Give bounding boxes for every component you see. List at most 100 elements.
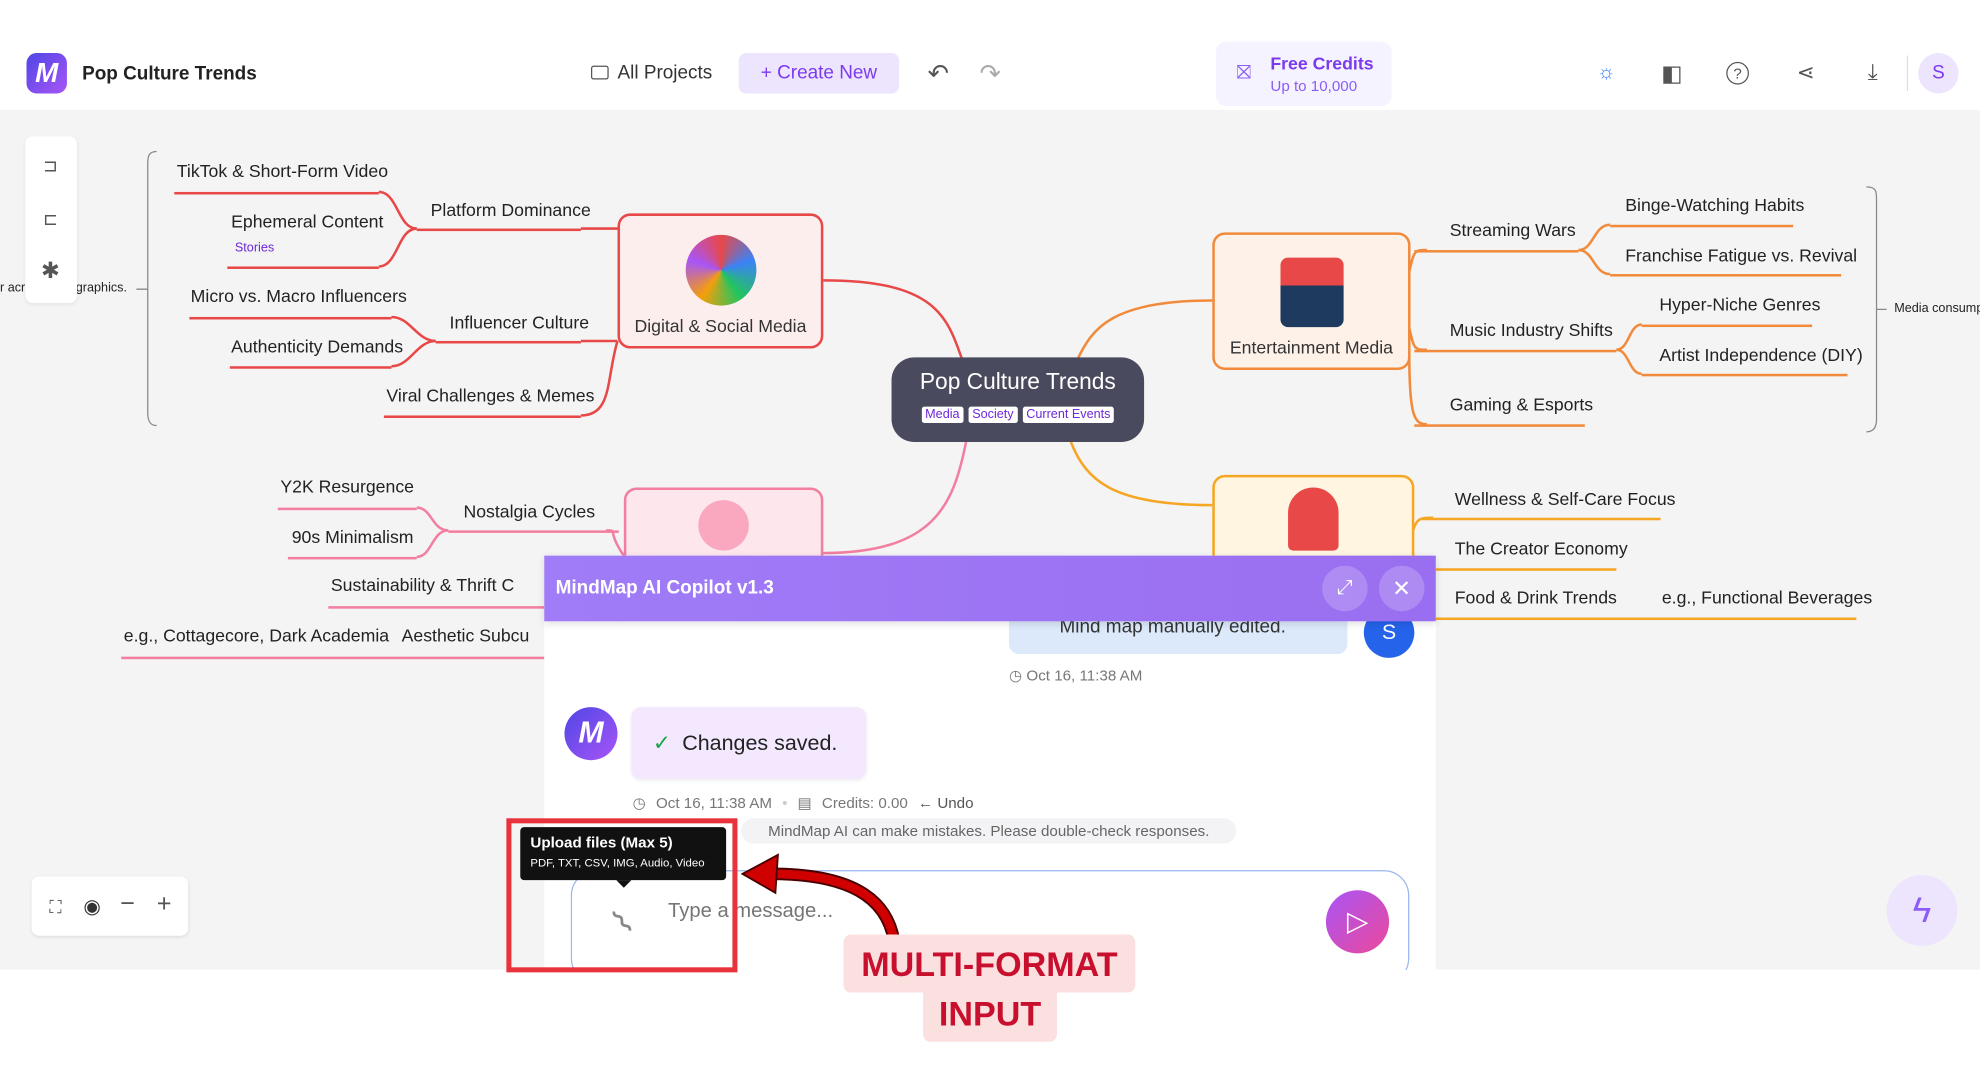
user-message-text: Mind map manually edited. bbox=[1059, 616, 1286, 638]
node-music-industry[interactable]: Music Industry Shifts bbox=[1449, 319, 1613, 340]
node-micro-macro[interactable]: Micro vs. Macro Influencers bbox=[190, 285, 407, 306]
central-title: Pop Culture Trends bbox=[919, 368, 1116, 394]
connector-creator bbox=[1069, 441, 1213, 507]
node-authenticity[interactable]: Authenticity Demands bbox=[231, 335, 404, 357]
folder-icon bbox=[590, 65, 609, 80]
annotation-arrow-head bbox=[740, 853, 779, 895]
user-avatar[interactable]: S bbox=[1918, 53, 1959, 94]
annotation-label-line2: INPUT bbox=[923, 992, 1057, 1042]
quick-action-button[interactable]: ϟ bbox=[1886, 875, 1958, 946]
tooltip-formats: PDF, TXT, CSV, IMG, Audio, Video bbox=[530, 856, 705, 869]
connector-entertainment bbox=[1076, 299, 1213, 361]
entertainment-branches bbox=[1408, 223, 1642, 426]
side-note-fragment: r acr bbox=[0, 281, 26, 296]
node-hyper-niche[interactable]: Hyper-Niche Genres bbox=[1659, 294, 1821, 315]
header-divider bbox=[1906, 55, 1909, 91]
right-bracket bbox=[1866, 186, 1887, 433]
close-button[interactable]: ✕ bbox=[1378, 565, 1425, 612]
node-wellness[interactable]: Wellness & Self-Care Focus bbox=[1454, 488, 1676, 509]
zoom-in-icon[interactable]: + bbox=[156, 889, 172, 918]
tooltip-title: Upload files (Max 5) bbox=[530, 833, 673, 852]
undo-icon[interactable]: ↶ bbox=[927, 59, 949, 88]
fit-screen-icon[interactable]: ⛶ bbox=[49, 895, 62, 917]
layout-right-icon[interactable]: ⊐ bbox=[43, 154, 58, 175]
layout-tree-icon[interactable]: ⊏ bbox=[43, 207, 58, 228]
redo-icon[interactable]: ↷ bbox=[979, 59, 1001, 88]
zoom-controls: ⛶ ◉ − + bbox=[31, 876, 189, 936]
node-90s-minimalism[interactable]: 90s Minimalism bbox=[291, 526, 414, 547]
node-influencer-culture[interactable]: Influencer Culture bbox=[449, 311, 590, 333]
side-note-fragment: graphics. bbox=[75, 281, 128, 296]
tag-current-events: Current Events bbox=[1022, 406, 1115, 424]
branch-underline bbox=[1420, 517, 1661, 521]
layout-toolbar: ⊐ ⊏ ✱ bbox=[25, 136, 78, 304]
app-title: Pop Culture Trends bbox=[82, 63, 257, 85]
node-functional-beverages[interactable]: e.g., Functional Beverages bbox=[1661, 587, 1873, 608]
branch-underline bbox=[448, 530, 619, 533]
help-icon[interactable]: ? bbox=[1726, 61, 1749, 85]
branch-underline bbox=[1610, 224, 1794, 228]
disclaimer-pill: MindMap AI can make mistakes. Please dou… bbox=[741, 818, 1237, 844]
send-button[interactable]: ▷ bbox=[1325, 890, 1390, 954]
share-icon[interactable]: ⋖ bbox=[1796, 60, 1815, 85]
download-icon[interactable]: ⤓ bbox=[1867, 58, 1878, 84]
node-binge-watching[interactable]: Binge-Watching Habits bbox=[1625, 194, 1805, 215]
node-nostalgia-cycles[interactable]: Nostalgia Cycles bbox=[463, 501, 596, 522]
locate-icon[interactable]: ◉ bbox=[83, 896, 102, 919]
clock-icon: ◷ bbox=[632, 794, 646, 812]
credits-text: Credits: 0.00 bbox=[821, 794, 908, 812]
node-tiktok[interactable]: TikTok & Short-Form Video bbox=[176, 160, 389, 181]
copilot-title: MindMap AI Copilot v1.3 bbox=[555, 577, 774, 599]
node-viral-challenges[interactable]: Viral Challenges & Memes bbox=[386, 385, 595, 406]
node-gaming-esports[interactable]: Gaming & Esports bbox=[1449, 393, 1594, 415]
branch-underline bbox=[1610, 274, 1842, 277]
app-logo[interactable]: M bbox=[26, 53, 67, 94]
free-credits-button[interactable]: ⛝ Free Credits Up to 10,000 bbox=[1216, 41, 1392, 107]
check-icon: ✓ bbox=[652, 730, 671, 755]
node-entertainment-media[interactable]: Entertainment Media bbox=[1212, 232, 1411, 371]
social-media-illustration bbox=[685, 234, 756, 306]
branch-underline bbox=[1414, 424, 1585, 427]
left-bracket bbox=[136, 150, 157, 427]
branch-underline bbox=[1641, 324, 1813, 328]
create-new-button[interactable]: + Create New bbox=[738, 53, 900, 94]
lifestyle-illustration bbox=[698, 500, 749, 551]
branch-underline bbox=[416, 228, 581, 232]
node-sustainability[interactable]: Sustainability & Thrift C bbox=[330, 574, 515, 595]
annotation-arrow-shaft-fill bbox=[770, 869, 899, 942]
node-creator-economy[interactable]: The Creator Economy bbox=[1454, 537, 1628, 559]
expand-button[interactable]: ⤢ bbox=[1322, 565, 1368, 612]
branch-underline bbox=[1414, 349, 1617, 353]
node-platform-dominance[interactable]: Platform Dominance bbox=[430, 199, 591, 220]
annotation-arrow bbox=[740, 853, 901, 943]
all-projects-button[interactable]: All Projects bbox=[590, 62, 712, 83]
branch-underline bbox=[435, 340, 581, 344]
node-franchise-fatigue[interactable]: Franchise Fatigue vs. Revival bbox=[1625, 244, 1858, 266]
branch-underline bbox=[383, 415, 581, 418]
zoom-out-icon[interactable]: − bbox=[120, 889, 135, 918]
calculator-icon: ▤ bbox=[797, 794, 812, 812]
node-y2k[interactable]: Y2K Resurgence bbox=[280, 476, 415, 497]
branch-underline bbox=[189, 316, 392, 320]
layout-radial-icon[interactable]: ✱ bbox=[40, 256, 61, 283]
layout-icon[interactable]: ◧ bbox=[1661, 59, 1683, 86]
ai-message-bubble: ✓ Changes saved. bbox=[631, 707, 867, 780]
node-cottagecore[interactable]: e.g., Cottagecore, Dark Academia bbox=[123, 625, 390, 646]
ai-avatar: M bbox=[564, 707, 618, 761]
theme-sun-icon[interactable]: ☼ bbox=[1597, 61, 1616, 84]
tag-stories: Stories bbox=[234, 241, 275, 256]
undo-button[interactable]: ← Undo bbox=[917, 794, 974, 812]
branch-underline bbox=[121, 656, 545, 660]
message-input[interactable] bbox=[668, 896, 1275, 927]
node-food-drink[interactable]: Food & Drink Trends bbox=[1454, 587, 1617, 608]
node-ephemeral-content[interactable]: Ephemeral Content bbox=[231, 210, 384, 232]
node-artist-independence[interactable]: Artist Independence (DIY) bbox=[1659, 344, 1863, 365]
node-streaming-wars[interactable]: Streaming Wars bbox=[1449, 219, 1576, 240]
entertainment-illustration bbox=[1279, 257, 1343, 328]
node-digital-social-media[interactable]: Digital & Social Media bbox=[617, 213, 824, 349]
ai-meta-row: ◷ Oct 16, 11:38 AM • ▤ Credits: 0.00 ← U… bbox=[633, 794, 974, 812]
node-aesthetic-subcultures[interactable]: Aesthetic Subcu bbox=[401, 625, 530, 646]
